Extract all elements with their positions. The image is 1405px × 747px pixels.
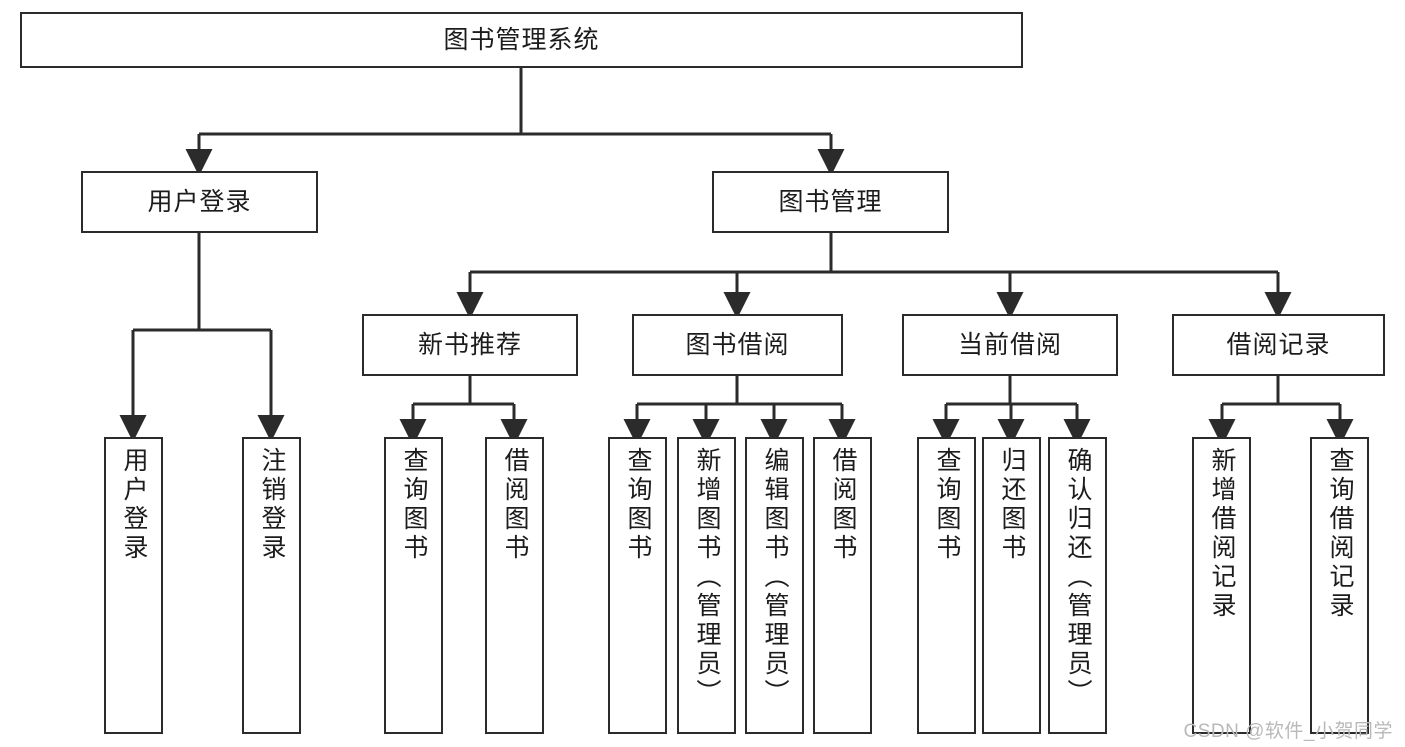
leaf-book-borrow-borrow[interactable]: 借阅图书 bbox=[813, 437, 872, 734]
node-root[interactable]: 图书管理系统 bbox=[20, 12, 1023, 68]
leaf-label: 新增图书（管理员） bbox=[693, 447, 721, 708]
node-user-login-label: 用户登录 bbox=[147, 187, 252, 216]
node-book-manage-label: 图书管理 bbox=[778, 187, 883, 216]
leaf-label: 确认归还（管理员） bbox=[1064, 447, 1092, 708]
node-borrow-record[interactable]: 借阅记录 bbox=[1172, 314, 1385, 376]
leaf-current-borrow-confirm-return[interactable]: 确认归还（管理员） bbox=[1048, 437, 1107, 734]
leaf-book-borrow-query[interactable]: 查询图书 bbox=[608, 437, 667, 734]
leaf-book-borrow-add[interactable]: 新增图书（管理员） bbox=[677, 437, 736, 734]
leaf-label: 编辑图书（管理员） bbox=[761, 447, 789, 708]
leaf-label: 查询借阅记录 bbox=[1326, 447, 1354, 621]
node-borrow-record-label: 借阅记录 bbox=[1226, 330, 1331, 359]
leaf-book-borrow-edit[interactable]: 编辑图书（管理员） bbox=[745, 437, 804, 734]
leaf-label: 借阅图书 bbox=[501, 447, 529, 563]
node-book-manage[interactable]: 图书管理 bbox=[712, 171, 949, 233]
leaf-user-login-logout[interactable]: 注销登录 bbox=[242, 437, 301, 734]
leaf-label: 用户登录 bbox=[120, 447, 148, 563]
leaf-current-borrow-return[interactable]: 归还图书 bbox=[982, 437, 1041, 734]
node-new-book-recommend-label: 新书推荐 bbox=[417, 330, 522, 359]
node-book-borrow[interactable]: 图书借阅 bbox=[632, 314, 843, 376]
leaf-new-book-borrow[interactable]: 借阅图书 bbox=[485, 437, 544, 734]
leaf-label: 查询图书 bbox=[624, 447, 652, 563]
node-root-label: 图书管理系统 bbox=[443, 25, 600, 54]
node-current-borrow[interactable]: 当前借阅 bbox=[902, 314, 1118, 376]
node-current-borrow-label: 当前借阅 bbox=[957, 330, 1062, 359]
leaf-label: 归还图书 bbox=[998, 447, 1026, 563]
watermark: CSDN @软件_小贺同学 bbox=[1183, 721, 1393, 742]
leaf-label: 新增借阅记录 bbox=[1208, 447, 1236, 621]
leaf-borrow-record-query[interactable]: 查询借阅记录 bbox=[1310, 437, 1369, 734]
leaf-borrow-record-add[interactable]: 新增借阅记录 bbox=[1192, 437, 1251, 734]
leaf-label: 查询图书 bbox=[933, 447, 961, 563]
leaf-label: 注销登录 bbox=[258, 447, 286, 563]
leaf-current-borrow-query[interactable]: 查询图书 bbox=[917, 437, 976, 734]
node-user-login[interactable]: 用户登录 bbox=[81, 171, 318, 233]
leaf-user-login-login[interactable]: 用户登录 bbox=[104, 437, 163, 734]
leaf-new-book-query[interactable]: 查询图书 bbox=[384, 437, 443, 734]
leaf-label: 借阅图书 bbox=[829, 447, 857, 563]
node-new-book-recommend[interactable]: 新书推荐 bbox=[362, 314, 578, 376]
leaf-label: 查询图书 bbox=[400, 447, 428, 563]
node-book-borrow-label: 图书借阅 bbox=[685, 330, 790, 359]
